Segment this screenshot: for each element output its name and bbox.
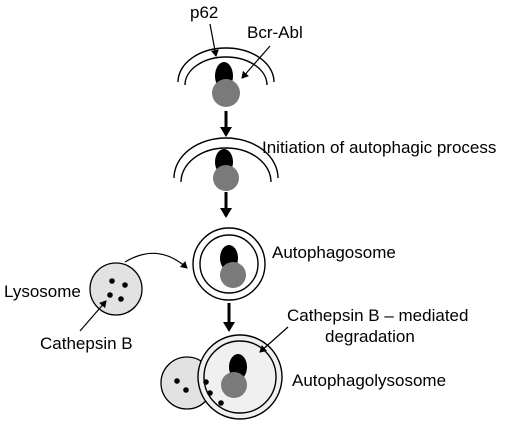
initiation-outer-membrane <box>173 137 279 179</box>
label-bcr-abl: Bcr-Abl <box>247 23 303 42</box>
cathepsin-b-granule <box>183 387 189 393</box>
bcr-abl-body <box>221 372 247 398</box>
bcr-abl-body <box>213 165 239 191</box>
cathepsin-b-granule <box>122 282 128 288</box>
label-autophagolysosome: Autophagolysosome <box>292 371 446 390</box>
label-p62: p62 <box>190 3 218 22</box>
pointer-cathepsin-mediated <box>259 326 289 353</box>
cathepsin-b-granule <box>118 296 124 302</box>
stage-1-phagophore: p62 Bcr-Abl <box>177 3 303 107</box>
cathepsin-b-granule <box>174 378 180 384</box>
cathepsin-b-granule <box>218 400 224 406</box>
phagophore-inner-membrane <box>184 56 268 86</box>
cathepsin-b-granule <box>203 379 209 385</box>
label-cathepsin-b: Cathepsin B <box>40 334 133 353</box>
label-initiation: Initiation of autophagic process <box>262 138 496 157</box>
label-cathepsin-mediated-line1: Cathepsin B – mediated <box>287 306 468 325</box>
pointer-cathepsin-b <box>79 300 107 332</box>
bcr-abl-body <box>212 79 240 107</box>
label-autophagosome: Autophagosome <box>272 243 396 262</box>
cathepsin-b-granule <box>109 278 115 284</box>
stage-2-initiation: Initiation of autophagic process <box>173 137 496 191</box>
label-cathepsin-mediated-line2: degradation <box>325 327 415 346</box>
pointer-p62 <box>209 23 219 57</box>
pointer-bcr-abl <box>241 45 271 79</box>
initiation-inner-membrane <box>180 147 272 183</box>
stage-4-autophagolysosome: Cathepsin B – mediated degradation Autop… <box>160 306 468 420</box>
cathepsin-b-granule <box>207 390 213 396</box>
arrow-lysosome-to-autophagosome <box>124 252 188 269</box>
label-lysosome: Lysosome <box>4 282 81 301</box>
cathepsin-b-granule <box>107 292 113 298</box>
lysosome-body <box>89 262 143 316</box>
stage-3-autophagosome: Autophagosome <box>192 227 396 301</box>
bcr-abl-body <box>220 262 246 288</box>
lysosome: Lysosome Cathepsin B <box>4 252 188 353</box>
phagophore-outer-membrane <box>177 47 275 83</box>
